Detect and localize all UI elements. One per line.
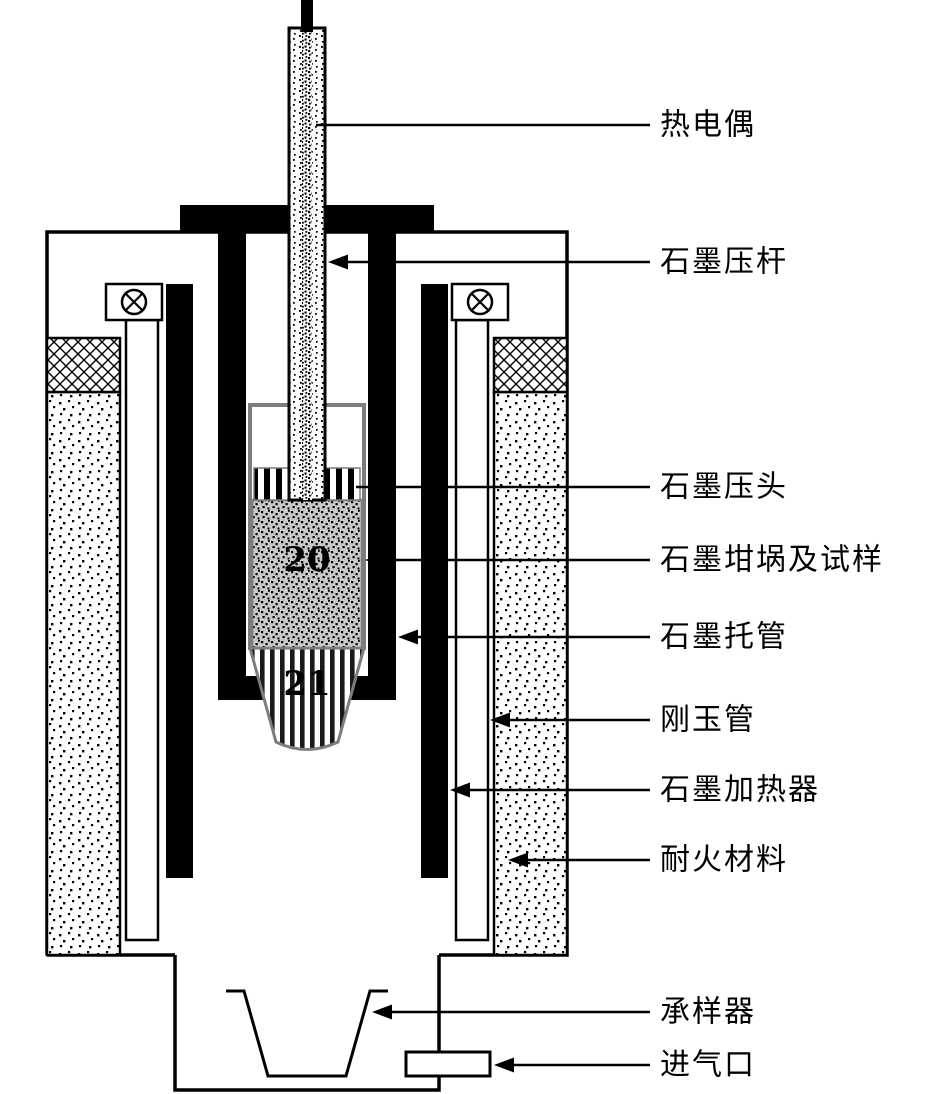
pedestal	[173, 955, 492, 1092]
callout-refractory-material: 耐火材料	[508, 843, 788, 878]
refractory-dotted-left	[45, 390, 122, 957]
callout-label: 石墨加热器	[660, 773, 820, 808]
callout-label: 石墨坩埚及试样	[660, 543, 884, 578]
refractory-hatch-right	[492, 336, 569, 394]
sample-holder-cup	[226, 989, 388, 1078]
leader-arrow-icon	[508, 852, 528, 868]
callout-label: 石墨压头	[660, 470, 788, 505]
press-head-left	[253, 467, 290, 501]
support-wall-right	[368, 233, 396, 700]
leader-arrow-icon	[490, 712, 510, 728]
leader-arrow-icon	[328, 254, 348, 270]
graphite-support-tube-left	[218, 233, 280, 700]
thermocouple-core	[302, 30, 312, 500]
corundum-tube-left	[124, 318, 160, 942]
screw-icon-left	[120, 288, 148, 316]
screw-cross-right	[471, 293, 489, 311]
callouts: 热电偶 石墨压杆 石墨压头 石墨坩埚及试样 石墨托管 刚玉管	[316, 108, 884, 1083]
screw-cross-left	[125, 293, 143, 311]
leader-arrow-icon	[365, 552, 385, 568]
leader-arrow-icon	[372, 1004, 392, 1020]
callout-label: 进气口	[660, 1048, 756, 1083]
callout-corundum-tube: 刚玉管	[490, 703, 756, 738]
pedestal-background	[177, 957, 437, 1088]
graphite-heater-left	[166, 284, 193, 878]
pedestal-outline	[173, 955, 441, 1092]
funnel	[248, 646, 366, 751]
flange-right	[450, 282, 510, 322]
callout-label: 承样器	[660, 995, 756, 1030]
press-rod-and-thermocouple	[287, 0, 327, 502]
callout-gas-inlet: 进气口	[494, 1048, 756, 1083]
callout-sample-holder: 承样器	[372, 995, 756, 1030]
callout-graphite-press-rod: 石墨压杆	[328, 245, 788, 280]
leader-arrow-icon	[398, 629, 418, 645]
refractory-hatch-left	[45, 336, 122, 394]
support-wall-left	[218, 233, 246, 700]
callout-graphite-press-head: 石墨压头	[356, 470, 788, 505]
refractory-material-right	[492, 336, 569, 957]
callout-label: 耐火材料	[660, 843, 788, 878]
press-head-right	[324, 467, 361, 501]
callout-label: 热电偶	[660, 108, 756, 143]
refractory-material-left	[45, 336, 122, 957]
leader-arrow-icon	[494, 1057, 514, 1073]
part-number-crucible: 20	[283, 540, 330, 580]
callout-label: 刚玉管	[660, 703, 756, 738]
corundum-tube-right	[454, 318, 490, 942]
callout-label: 石墨托管	[660, 620, 788, 655]
callout-label: 石墨压杆	[660, 245, 788, 280]
thermocouple-top	[301, 0, 313, 32]
refractory-dotted-right	[492, 390, 569, 957]
callout-graphite-crucible-and-sample: 石墨坩埚及试样	[365, 543, 884, 578]
part-number-funnel: 21	[283, 664, 330, 704]
flange-left	[104, 282, 164, 322]
crucible-assembly: 20 21	[248, 403, 366, 751]
screw-icon-right	[466, 288, 494, 316]
graphite-heater-right	[421, 284, 448, 878]
leader-arrow-icon	[450, 782, 470, 798]
callout-thermocouple: 热电偶	[316, 108, 756, 143]
crucible-sample-block	[250, 498, 364, 650]
callout-graphite-support-tube: 石墨托管	[398, 620, 788, 655]
callout-graphite-heater: 石墨加热器	[450, 773, 820, 808]
gas-inlet-port	[404, 1050, 492, 1078]
